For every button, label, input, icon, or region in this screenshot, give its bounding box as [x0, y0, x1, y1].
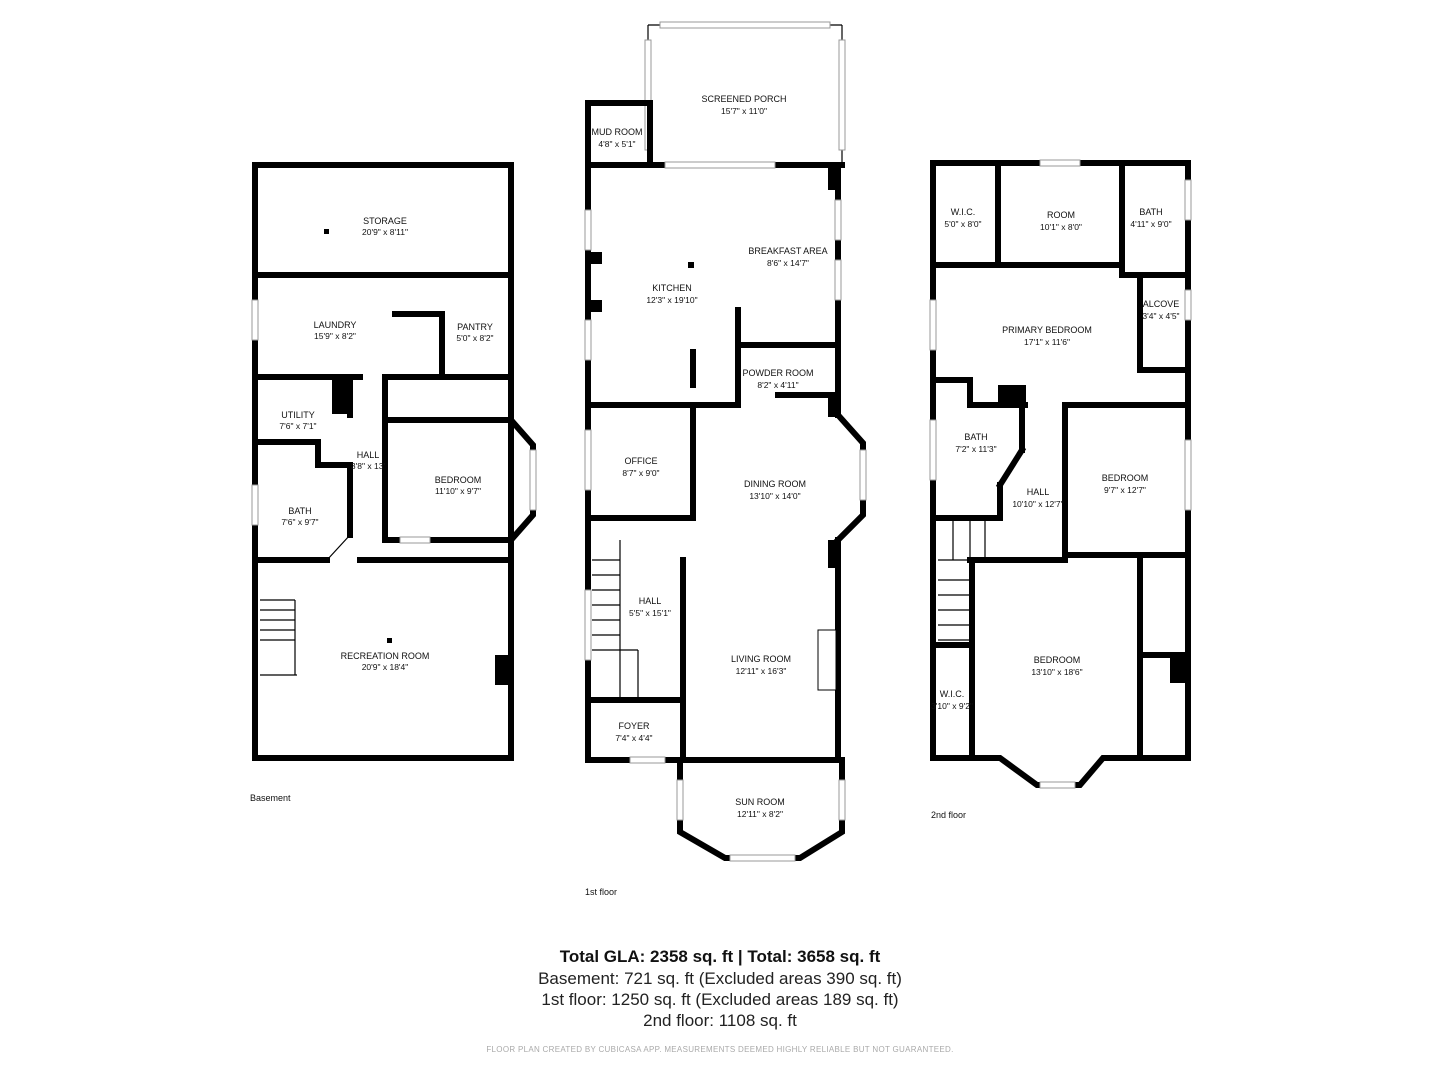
room-dimensions: 11'10" x 9'7"	[435, 486, 481, 496]
room-name: ALCOVE	[1143, 299, 1180, 309]
room-name: SUN ROOM	[735, 797, 785, 807]
disclaimer: FLOOR PLAN CREATED BY CUBICASA APP. MEAS…	[486, 1045, 954, 1054]
room-dimensions: 12'3" x 19'10"	[646, 295, 697, 305]
room-dimensions: 8'6" x 14'7"	[767, 258, 809, 268]
room-name: HALL	[1027, 487, 1050, 497]
room-dimensions: 3'8" x 13'	[351, 461, 386, 471]
room-dimensions: 8'7" x 9'0"	[622, 468, 659, 478]
room-dimensions: 7'6" x 7'1"	[279, 421, 316, 431]
room-dimensions: 8'2" x 4'11"	[757, 380, 798, 390]
room-name: KITCHEN	[652, 283, 692, 293]
floor-plan-drawing: STORAGE 20'9" x 8'11" LAUNDRY 15'9" x 8'…	[250, 21, 1192, 897]
second-floor-plan	[929, 159, 1192, 789]
room-dimensions: 7'6" x 9'7"	[281, 517, 318, 527]
room-name: BEDROOM	[1102, 473, 1149, 483]
floor-label-first: 1st floor	[585, 887, 617, 897]
room-dimensions: 9'7" x 12'7"	[1104, 485, 1146, 495]
total-area: Total GLA: 2358 sq. ft | Total: 3658 sq.…	[559, 947, 881, 966]
room-name: RECREATION ROOM	[341, 651, 430, 661]
room-dimensions: 3'4" x 4'5"	[1142, 311, 1179, 321]
room-name: FOYER	[618, 721, 650, 731]
room-name: OFFICE	[625, 456, 658, 466]
room-name: HALL	[639, 596, 662, 606]
room-name: STORAGE	[363, 216, 407, 226]
room-dimensions: 20'9" x 8'11"	[362, 227, 408, 237]
room-dimensions: 15'7" x 11'0"	[721, 106, 767, 116]
second-floor-area: 2nd floor: 1108 sq. ft	[643, 1011, 797, 1030]
room-name: BATH	[1139, 207, 1162, 217]
room-name: W.I.C.	[951, 207, 976, 217]
room-name: BATH	[964, 432, 987, 442]
room-dimensions: 4'11" x 9'0"	[1130, 219, 1171, 229]
room-labels: STORAGE 20'9" x 8'11" LAUNDRY 15'9" x 8'…	[279, 94, 1179, 819]
room-name: ROOM	[1047, 210, 1075, 220]
room-name: LAUNDRY	[314, 320, 357, 330]
room-name: PRIMARY BEDROOM	[1002, 325, 1092, 335]
room-dimensions: 13'10" x 18'6"	[1031, 667, 1082, 677]
room-dimensions: 13'10" x 14'0"	[749, 491, 800, 501]
first-floor-area: 1st floor: 1250 sq. ft (Excluded areas 1…	[541, 990, 899, 1009]
room-name: LIVING ROOM	[731, 654, 791, 664]
floor-label-basement: Basement	[250, 793, 291, 803]
first-floor-plan	[584, 21, 867, 862]
room-name: POWDER ROOM	[743, 368, 814, 378]
room-dimensions: 3'10" x 9'2"	[931, 701, 973, 711]
room-name: BEDROOM	[435, 475, 482, 485]
room-dimensions: 4'8" x 5'1"	[598, 139, 635, 149]
basement-plan	[251, 162, 537, 761]
room-dimensions: 12'11" x 16'3"	[736, 666, 787, 676]
room-name: MUD ROOM	[592, 127, 643, 137]
room-dimensions: 5'0" x 8'2"	[456, 333, 493, 343]
room-name: DINING ROOM	[744, 479, 806, 489]
room-name: SCREENED PORCH	[701, 94, 786, 104]
room-name: HALL	[357, 450, 380, 460]
room-dimensions: 7'4" x 4'4"	[615, 733, 652, 743]
room-dimensions: 10'1" x 8'0"	[1040, 222, 1082, 232]
room-name: PANTRY	[457, 322, 493, 332]
floor-label-second: 2nd floor	[931, 810, 966, 820]
room-name: BEDROOM	[1034, 655, 1081, 665]
room-dimensions: 20'9" x 18'4"	[362, 662, 409, 672]
room-name: BATH	[288, 506, 311, 516]
room-name: UTILITY	[281, 410, 315, 420]
room-dimensions: 7'2" x 11'3"	[955, 444, 996, 454]
room-name: BREAKFAST AREA	[748, 246, 827, 256]
room-dimensions: 15'9" x 8'2"	[314, 331, 356, 341]
area-summary: Total GLA: 2358 sq. ft | Total: 3658 sq.…	[0, 946, 1440, 1031]
room-dimensions: 5'5" x 15'1"	[629, 608, 671, 618]
room-dimensions: 5'0" x 8'0"	[944, 219, 981, 229]
room-name: W.I.C.	[940, 689, 965, 699]
room-dimensions: 17'1" x 11'6"	[1024, 337, 1070, 347]
room-dimensions: 12'11" x 8'2"	[737, 809, 783, 819]
room-dimensions: 10'10" x 12'7"	[1012, 499, 1063, 509]
basement-area: Basement: 721 sq. ft (Excluded areas 390…	[538, 969, 902, 988]
